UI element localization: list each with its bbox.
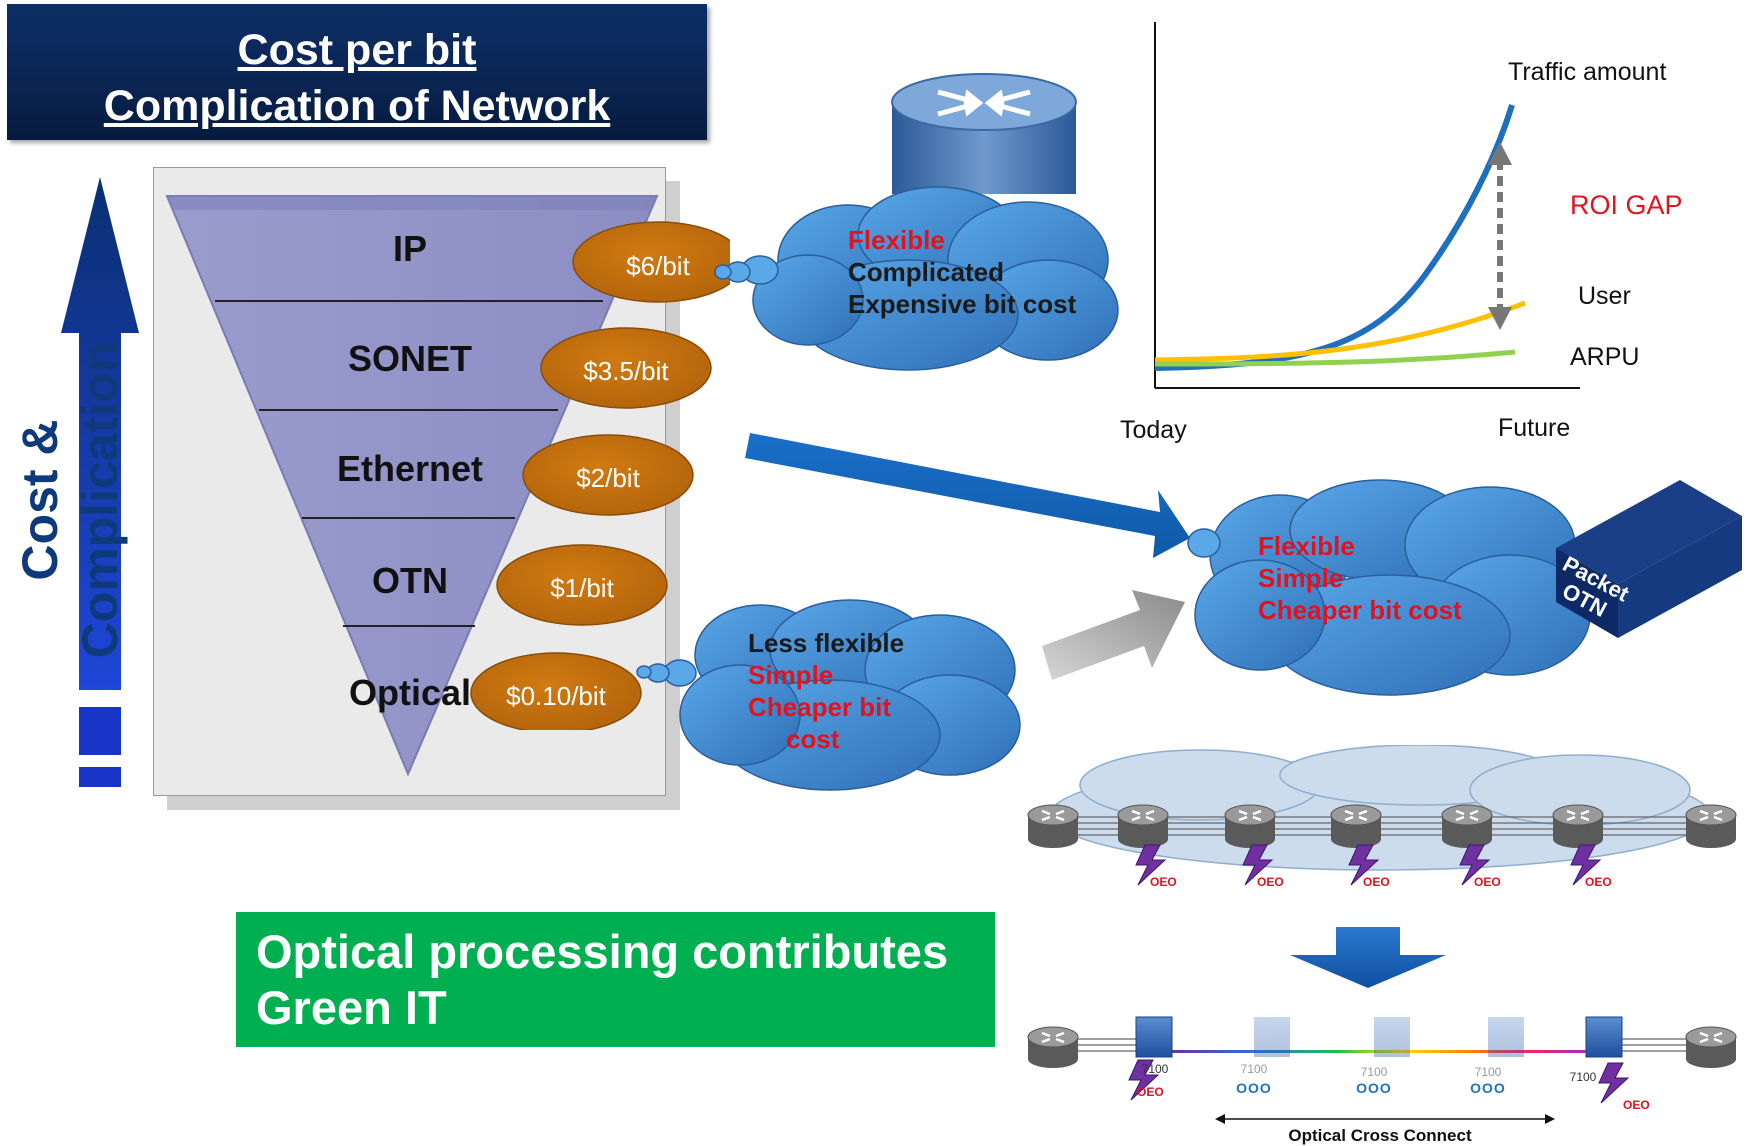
node-ooo-2: OOO [1356, 1080, 1392, 1096]
cloud-packet [1187, 479, 1591, 696]
price-ip: $6/bit [626, 251, 690, 281]
cloud-optical-line-3: Cheaper bit [748, 692, 892, 722]
cloud-optical [636, 599, 1021, 791]
oeo-label-7: OEO [1623, 1098, 1650, 1112]
cloud-optical-text: Less flexible Simple Cheaper bit cost [748, 627, 904, 755]
layer-label-otn: OTN [372, 560, 448, 601]
cloud-optical-line-2: Simple [748, 660, 834, 690]
node-ooo-3: OOO [1470, 1080, 1506, 1096]
layer-label-ethernet: Ethernet [336, 448, 484, 489]
title-box: Cost per bit Complication of Network [7, 4, 707, 140]
banner-line-2: Green IT [256, 981, 447, 1034]
price-otn: $1/bit [550, 573, 614, 603]
cross-connect-label: Optical Cross Connect [1288, 1126, 1472, 1145]
green-it-banner: Optical processing contributes Green IT [236, 912, 995, 1047]
node-ooo-1: OOO [1236, 1080, 1272, 1096]
user-line [1154, 300, 1526, 363]
node-model-2: 7100 [1240, 1062, 1268, 1076]
oeo-label-6: OEO [1137, 1085, 1164, 1099]
oeo-label-5: OEO [1585, 875, 1612, 889]
router-icon [891, 73, 1077, 194]
node-model-3: 7100 [1360, 1065, 1388, 1079]
oeo-label-3: OEO [1363, 875, 1390, 889]
traffic-label: Traffic amount [1508, 58, 1667, 86]
node-model-5: 7100 [1569, 1070, 1597, 1084]
cross-connect-range [1215, 1114, 1555, 1124]
cloud-router-line-3: Expensive bit cost [848, 289, 1077, 319]
cloud-router [714, 186, 1119, 371]
x-end-label: Future [1498, 414, 1571, 442]
title-line-1: Cost per bit [237, 26, 477, 74]
cloud-router-line-1: Flexible [848, 225, 945, 255]
node-model-1: 7100 [1141, 1062, 1169, 1076]
traffic-line [1154, 104, 1515, 371]
oeo-label-4: OEO [1474, 875, 1501, 889]
arpu-label: ARPU [1570, 343, 1640, 371]
cloud-packet-text: Flexible Simple Cheaper bit cost [1258, 530, 1462, 626]
banner-line-1: Optical processing contributes [256, 925, 949, 978]
layer-label-sonet: SONET [347, 338, 472, 379]
layer-pyramid [165, 195, 659, 777]
cloud-packet-line-2: Simple [1258, 563, 1344, 593]
down-arrow [1290, 927, 1446, 988]
cloud-optical-line-1: Less flexible [748, 628, 905, 658]
cloud-packet-line-3: Cheaper bit cost [1258, 595, 1462, 625]
roi-gap-label: ROI GAP [1570, 190, 1683, 220]
price-ellipses [470, 221, 730, 730]
node-model-4: 7100 [1474, 1065, 1502, 1079]
x-start-label: Today [1120, 416, 1187, 444]
cloud-optical-line-4: cost [786, 724, 840, 754]
layer-label-optical: Optical [348, 672, 472, 713]
packet-otn-box [1556, 480, 1742, 638]
arpu-line [1154, 349, 1516, 367]
optical-network [1026, 1016, 1738, 1104]
price-ethernet: $2/bit [576, 463, 640, 493]
roi-chart [1154, 22, 1580, 389]
packet-concept-arrow [745, 433, 1190, 558]
oeo-label-2: OEO [1257, 875, 1284, 889]
oeo-label-1: OEO [1150, 875, 1177, 889]
layer-label-ip: IP [392, 228, 427, 269]
user-label: User [1578, 282, 1631, 310]
cloud-router-line-2: Complicated [848, 257, 1005, 287]
cloud-packet-line-1: Flexible [1258, 531, 1355, 561]
cost-arrow [61, 177, 139, 787]
title-line-2: Complication of Network [103, 82, 611, 130]
price-optical: $0.10/bit [506, 681, 606, 711]
gray-arrow [1042, 590, 1185, 680]
router-network [1027, 745, 1738, 886]
cloud-router-text: Flexible Complicated Expensive bit cost [848, 224, 1076, 320]
price-sonet: $3.5/bit [583, 356, 669, 386]
side-label: Cost & Complication [12, 341, 128, 659]
